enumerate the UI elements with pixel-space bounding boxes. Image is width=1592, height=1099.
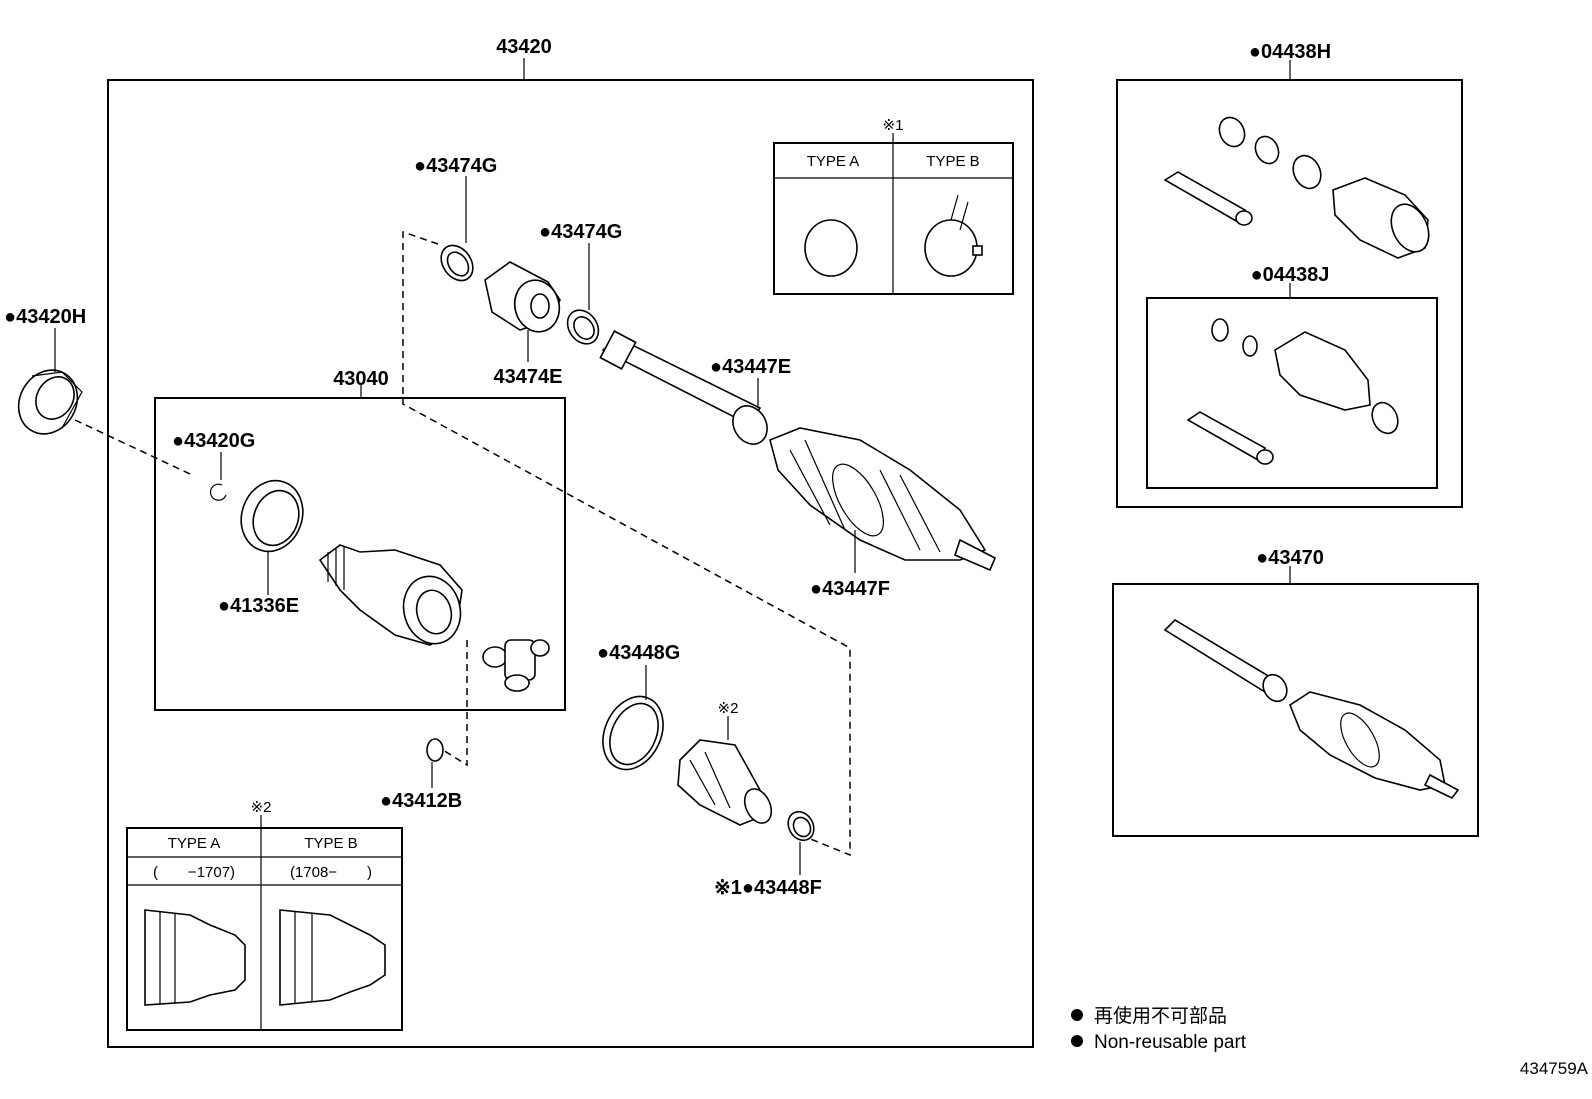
ring-part	[240, 479, 304, 553]
label-43470: ●43470	[1256, 547, 1324, 569]
boot-type-a-range: ( −1707)	[153, 864, 235, 881]
boot-kit-j-parts	[1186, 318, 1399, 465]
boot-part	[677, 739, 773, 826]
clamp-g1-part	[440, 244, 474, 282]
boot-kit-j-frame	[1146, 297, 1438, 489]
label-43474g-2: ●43474G	[539, 221, 622, 243]
clamp-g2-part	[566, 309, 600, 345]
label-43447e: ●43447E	[710, 356, 791, 378]
boot-type-a-heading: TYPE A	[168, 835, 221, 852]
inner-joint-frame	[154, 397, 566, 711]
label-43420: 43420	[496, 36, 552, 58]
label-41336e: ●41336E	[218, 595, 299, 617]
inner-joint-housing-part	[318, 544, 463, 646]
label-43474e: 43474E	[494, 366, 563, 388]
boot-type-b-heading: TYPE B	[304, 835, 357, 852]
clamp-type-a-heading: TYPE A	[807, 153, 860, 170]
boot-kit-h-parts	[1163, 116, 1430, 259]
tripod-part	[482, 639, 550, 692]
label-43448f: ※1●43448F	[714, 877, 822, 899]
legend-japanese: 再使用不可部品	[1094, 1005, 1227, 1027]
boot-table-marker: ※2	[251, 799, 272, 816]
boot-clamp-f-part	[787, 810, 815, 842]
boot-clamp-g-part	[602, 695, 664, 771]
label-43448g: ●43448G	[597, 642, 680, 664]
boot-type-table	[126, 815, 403, 1031]
assembly-frame	[107, 79, 1034, 1048]
shaft-assy-frame	[1112, 583, 1479, 837]
oil-seal-part	[17, 369, 83, 435]
label-43420g: ●43420G	[172, 430, 255, 452]
reference-number: 434759A	[1520, 1059, 1589, 1078]
legend-bullet-jp	[1071, 1009, 1083, 1021]
legend-bullet-en	[1071, 1035, 1083, 1047]
clamp-type-b-heading: TYPE B	[926, 153, 979, 170]
snap-ring-part	[209, 483, 227, 501]
damper-part	[484, 261, 561, 333]
drive-shaft-part	[599, 330, 997, 572]
label-04438h: ●04438H	[1249, 41, 1331, 63]
label-43040: 43040	[333, 368, 389, 390]
legend-english: Non-reusable part	[1094, 1032, 1247, 1053]
boot-type-b-range: (1708− )	[290, 864, 372, 881]
snap-ring-b-part	[426, 738, 444, 762]
note2-boot-marker: ※2	[718, 700, 739, 717]
label-43474g-1: ●43474G	[414, 155, 497, 177]
clamp-table-marker: ※1	[883, 117, 904, 134]
label-43412b: ●43412B	[380, 790, 462, 812]
clamp-type-table	[773, 133, 1014, 295]
label-43420h: ●43420H	[4, 306, 86, 328]
label-04438j: ●04438J	[1251, 264, 1330, 286]
label-43447f: ●43447F	[810, 578, 890, 600]
shaft-assy-part	[1163, 618, 1460, 800]
